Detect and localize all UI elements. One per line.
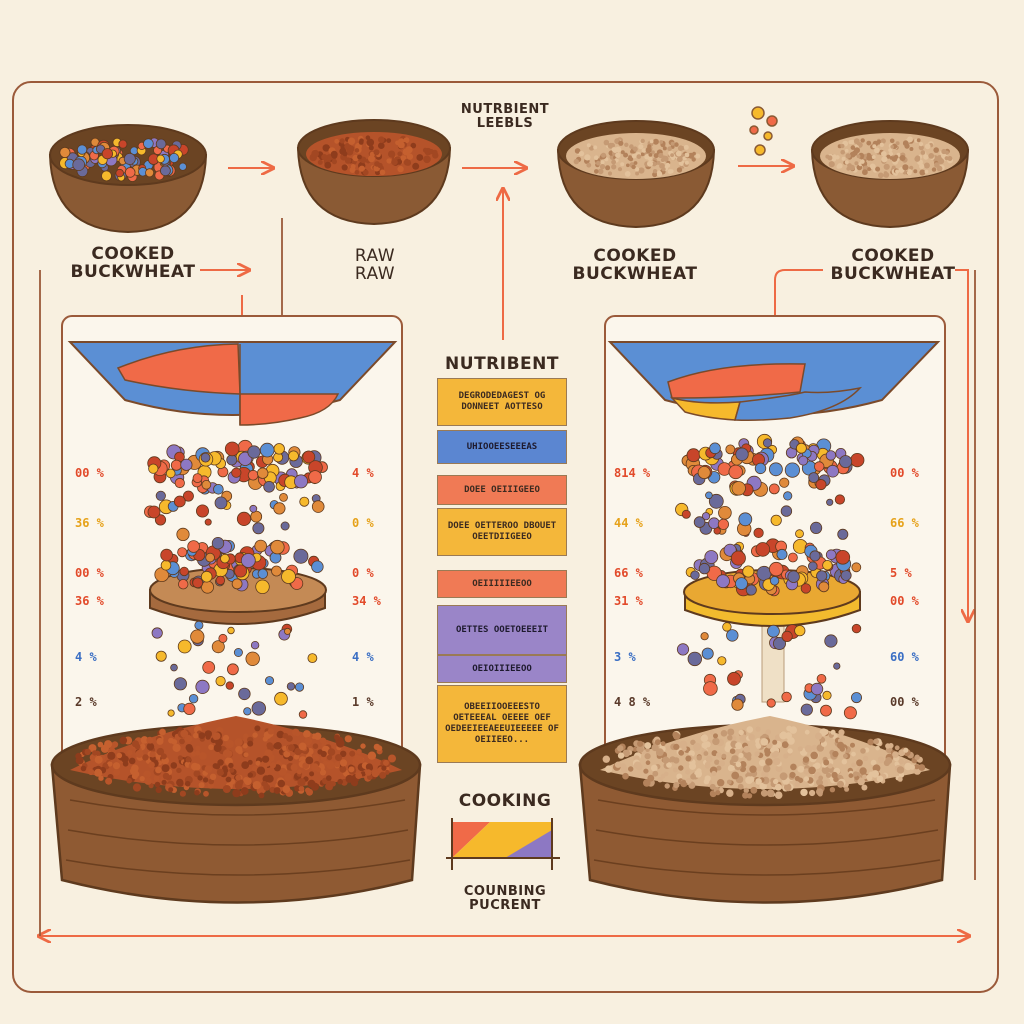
nutrient-card-5: OEIIIIIEEOO: [437, 570, 567, 598]
percent-label: 00 %: [890, 466, 919, 480]
nutrient-card-4: DOEE OETTEROO DBOUET OEETDIIGEEO: [437, 508, 567, 556]
percent-label: 31 %: [614, 594, 643, 608]
percent-label: 0 %: [352, 516, 374, 530]
percent-label: 4 %: [352, 466, 374, 480]
percent-label: 0 %: [352, 566, 374, 580]
percent-label: 4 8 %: [614, 695, 651, 709]
nutrient-card-3: DOEE OEIIIGEEO: [437, 475, 567, 505]
connectors: [39, 218, 976, 936]
percent-label: 814 %: [614, 466, 651, 480]
percent-label: 00 %: [75, 566, 104, 580]
percent-label: 4 %: [75, 650, 97, 664]
big-bowl-left: [50, 716, 422, 904]
percent-label: 36 %: [75, 594, 104, 608]
bowl-top-1: [48, 124, 208, 234]
pie-funnel-left: [67, 341, 398, 426]
percent-label: 44 %: [614, 516, 643, 530]
nutrient-card-8: OBEEIIOOEEESTO OETEEEAL OEEEE OEF OEDEEI…: [437, 685, 567, 763]
center-title: NUTRIBENT: [445, 354, 559, 374]
percent-label: 60 %: [890, 650, 919, 664]
flow-arrows: [40, 166, 968, 936]
percent-label: 34 %: [352, 594, 381, 608]
bowl-top-3: [556, 120, 716, 229]
percent-label: 00 %: [75, 466, 104, 480]
bowl-top-4: [810, 120, 970, 229]
cooking-label: COOKING: [458, 791, 552, 811]
percent-label: 66 %: [890, 516, 919, 530]
percent-label: 36 %: [75, 516, 104, 530]
percent-label: 1 %: [352, 695, 374, 709]
nutrient-card-1: DEGRODEDAGEST OG DONNEET AOTTESO: [437, 378, 567, 426]
cooking-mini-chart: [446, 818, 560, 870]
nutrient-card-6: OETTES OOETOEEEIT: [437, 605, 567, 655]
pie-funnel-right: [607, 341, 941, 421]
outer-frame: [12, 81, 999, 993]
percent-label: 5 %: [890, 566, 912, 580]
percent-label: 4 %: [352, 650, 374, 664]
percent-label: 00 %: [890, 594, 919, 608]
percent-label: 2 %: [75, 695, 97, 709]
percent-label: 3 %: [614, 650, 636, 664]
percent-label: 00 %: [890, 695, 919, 709]
nutrient-card-7: OEIOIIIEEOO: [437, 655, 567, 683]
percent-label: 66 %: [614, 566, 643, 580]
bowl-top-2: [296, 119, 452, 226]
nutrient-card-2: UHIOOEESEEEAS: [437, 430, 567, 464]
floating-nutrient-dots: [749, 106, 778, 156]
big-bowl-right: [578, 716, 952, 904]
